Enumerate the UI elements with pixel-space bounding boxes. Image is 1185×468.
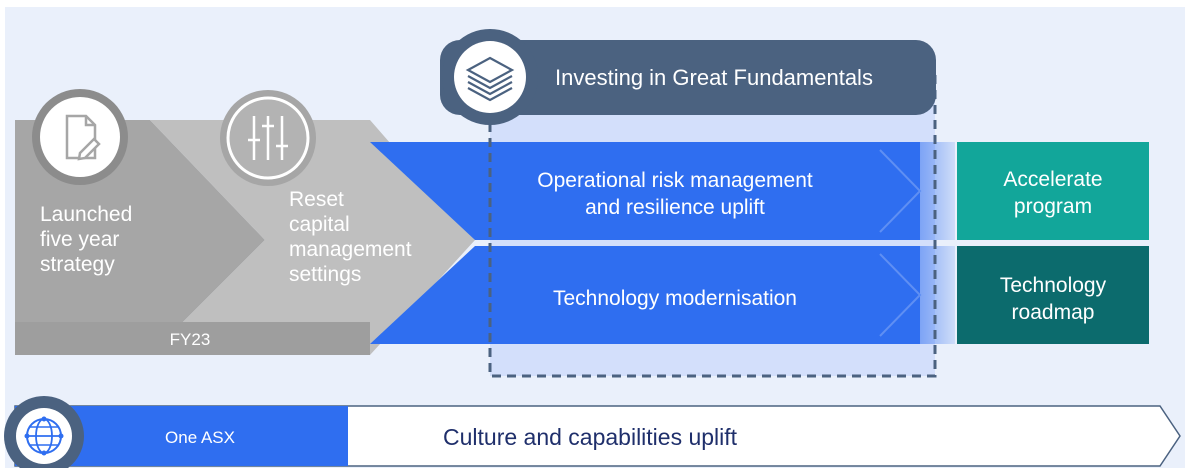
investing-banner bbox=[440, 40, 936, 115]
band-operational-fade bbox=[880, 142, 955, 240]
outcome-roadmap-label: Technology roadmap bbox=[999, 274, 1107, 324]
culture-tag-label: One ASX bbox=[165, 428, 235, 447]
outcome-roadmap-box bbox=[957, 246, 1149, 344]
band-technology bbox=[370, 246, 920, 344]
step-reset-label: Reset capital management settings bbox=[289, 188, 412, 286]
sliders-icon bbox=[220, 90, 316, 186]
culture-title: Culture and capabilities uplift bbox=[443, 424, 738, 450]
layers-icon bbox=[442, 29, 538, 125]
fy-bar bbox=[15, 322, 370, 355]
fy-label: FY23 bbox=[169, 330, 211, 349]
outcome-accelerate-label: Accelerate program bbox=[1003, 168, 1103, 218]
step-launched-label: Launched five year strategy bbox=[40, 203, 133, 276]
workstream-operational-label: Operational risk management and resilien… bbox=[537, 169, 813, 219]
band-operational bbox=[370, 142, 920, 240]
investing-title: Investing in Great Fundamentals bbox=[555, 65, 873, 90]
globe-network-icon bbox=[4, 396, 84, 468]
outcome-accelerate-box bbox=[957, 142, 1149, 240]
workstream-technology-label: Technology modernisation bbox=[553, 287, 797, 310]
band-technology-fade bbox=[880, 246, 955, 344]
band-operational-arrow bbox=[879, 149, 922, 233]
document-edit-icon bbox=[32, 89, 128, 185]
step-reset-chevron bbox=[150, 120, 475, 355]
band-technology-arrow bbox=[879, 253, 922, 337]
